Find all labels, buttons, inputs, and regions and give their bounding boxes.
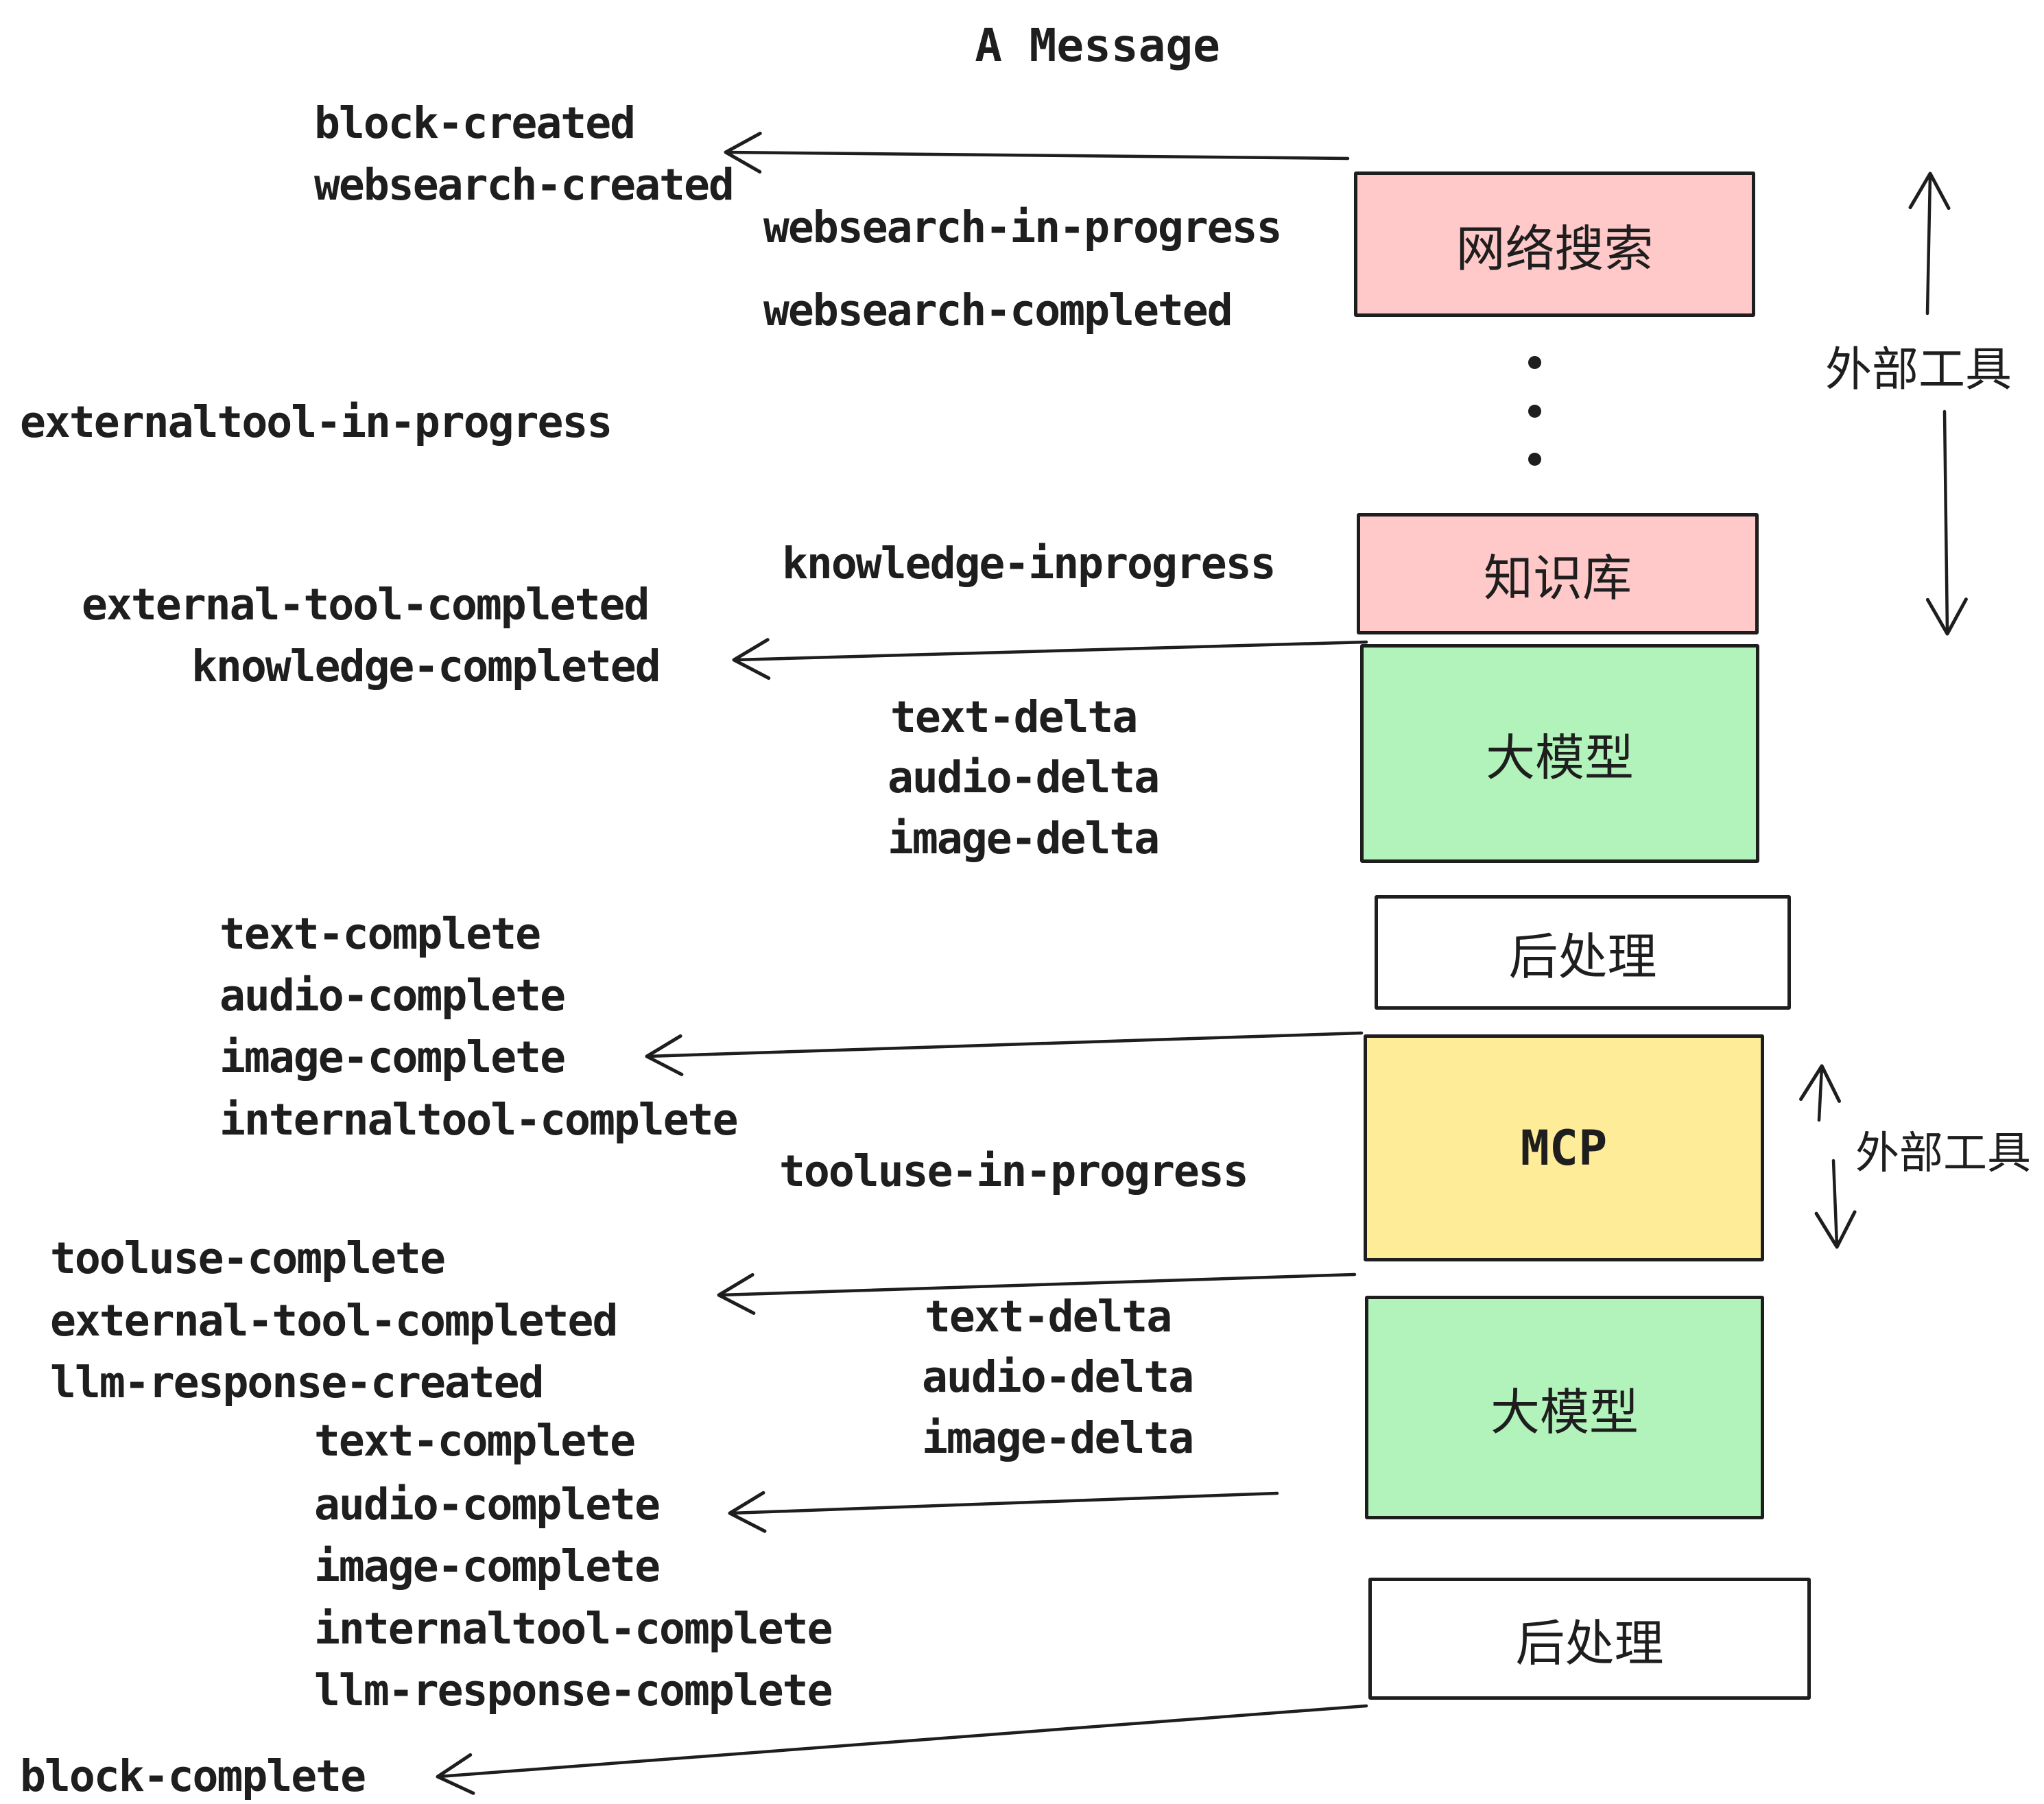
event-websearch-completed: websearch-completed (763, 285, 1233, 335)
box-llm-2: 大模型 (1365, 1296, 1764, 1519)
event-audio-complete-1: audio-complete (219, 971, 566, 1021)
arrow-image-complete (645, 1031, 1364, 1076)
box-knowledge: 知识库 (1357, 513, 1759, 634)
event-internaltool-complete-2: internaltool-complete (314, 1604, 833, 1654)
event-websearch-created: websearch-created (314, 160, 735, 210)
event-text-delta-1: text-delta (890, 692, 1138, 742)
event-external-tool-completed-1: external-tool-completed (82, 580, 650, 630)
event-image-delta-2: image-delta (922, 1413, 1194, 1463)
event-image-delta-1: image-delta (888, 814, 1160, 864)
dot-icon (1528, 404, 1541, 418)
event-block-complete: block-complete (20, 1751, 366, 1801)
event-text-complete-2: text-complete (314, 1416, 636, 1466)
event-knowledge-inprogress: knowledge-inprogress (782, 538, 1276, 589)
event-audio-delta-2: audio-delta (922, 1352, 1194, 1402)
event-externaltool-in-progress: externaltool-in-progress (20, 397, 613, 447)
event-text-complete-1: text-complete (219, 909, 541, 959)
arrow-websearch-created (724, 131, 1350, 174)
box-mcp-label: MCP (1520, 1119, 1608, 1176)
box-knowledge-label: 知识库 (1483, 549, 1632, 607)
event-external-tool-completed-2: external-tool-completed (50, 1296, 618, 1346)
external-tools-label-top: 外部工具 (1825, 343, 2012, 397)
event-image-complete-2: image-complete (314, 1541, 661, 1591)
diagram-title: A Message (975, 19, 1220, 72)
event-block-created: block-created (314, 98, 636, 148)
event-audio-delta-1: audio-delta (888, 752, 1160, 803)
event-llm-response-complete: llm-response-complete (314, 1665, 833, 1716)
event-llm-response-created: llm-response-created (50, 1357, 545, 1408)
box-postprocess-1: 后处理 (1375, 895, 1791, 1010)
arrow-external-tools-bottom-up (1799, 1064, 1841, 1122)
arrow-external-tools-top-up (1908, 171, 1951, 316)
dot-icon (1528, 453, 1541, 466)
box-websearch-label: 网络搜索 (1455, 219, 1654, 278)
box-llm-2-label: 大模型 (1490, 1383, 1639, 1441)
event-text-delta-2: text-delta (925, 1292, 1172, 1342)
arrow-knowledge-completed (732, 638, 1368, 680)
event-image-complete-1: image-complete (219, 1032, 566, 1082)
arrow-external-tools-top-down (1925, 410, 1968, 636)
arrow-audio-complete (728, 1491, 1279, 1533)
ellipsis-dots (1528, 356, 1541, 466)
external-tools-label-bottom: 外部工具 (1855, 1128, 2031, 1179)
box-llm-1: 大模型 (1360, 644, 1759, 863)
dot-icon (1528, 356, 1541, 369)
box-postprocess-2: 后处理 (1368, 1578, 1811, 1700)
box-llm-1-label: 大模型 (1485, 729, 1634, 787)
event-knowledge-completed: knowledge-completed (191, 641, 661, 691)
arrow-external-tools-bottom-down (1814, 1159, 1857, 1249)
event-websearch-in-progress: websearch-in-progress (763, 202, 1283, 252)
box-postprocess-1-label: 后处理 (1508, 928, 1657, 986)
box-websearch: 网络搜索 (1354, 171, 1755, 317)
event-tooluse-in-progress: tooluse-in-progress (779, 1146, 1249, 1196)
event-tooluse-complete: tooluse-complete (50, 1233, 446, 1283)
arrow-block-complete (436, 1704, 1368, 1795)
box-postprocess-2-label: 后处理 (1515, 1614, 1664, 1672)
event-internaltool-complete-1: internaltool-complete (219, 1095, 739, 1145)
event-audio-complete-2: audio-complete (314, 1480, 661, 1530)
box-mcp: MCP (1364, 1034, 1764, 1261)
